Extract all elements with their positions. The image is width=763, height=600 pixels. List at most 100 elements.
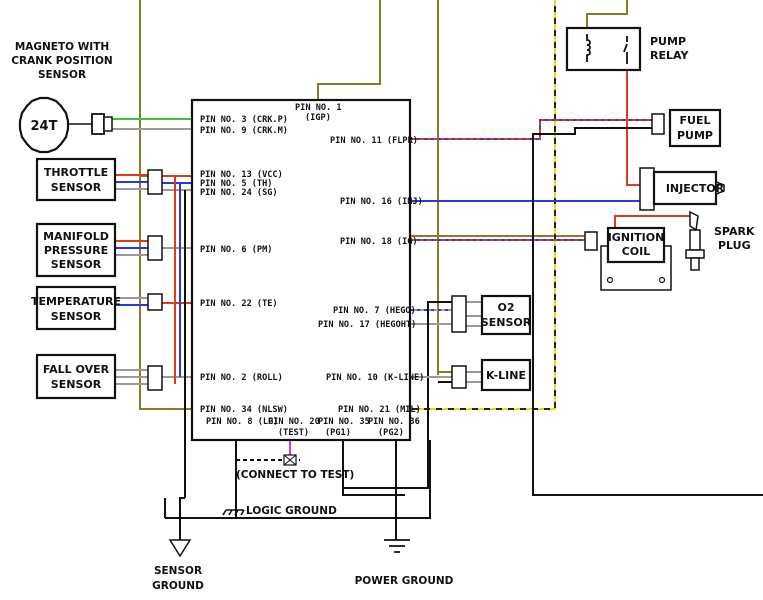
throttle-label-1: THROTTLE [44,166,108,179]
pump-relay-label-2: RELAY [650,49,689,62]
power-ground-label: POWER GROUND [355,575,454,587]
temp-label-2: SENSOR [51,310,102,323]
wire-olive-ign [317,0,381,100]
left-connectors [147,169,163,391]
throttle-sensor: THROTTLE SENSOR [35,157,117,202]
logic-ground-label: LOGIC GROUND [246,505,337,517]
magneto-title-3: SENSOR [38,69,86,81]
pin-8: PIN NO. 8 (LG) [206,417,278,427]
o2-label-2: SENSOR [481,316,532,329]
k-line: K-LINE [451,358,532,392]
pin-20: PIN NO. 20 [268,417,320,427]
pin-2: PIN NO. 2 (ROLL) [200,373,283,383]
pin-1-sub: (IGP) [305,113,331,123]
spark-body-icon [689,229,701,251]
o2-sensor: O2 SENSOR [451,294,532,336]
pin-1: PIN NO. 1 [295,103,342,113]
coil-label-1: IGNITION [608,231,665,244]
fallover-sensor: FALL OVER SENSOR [35,353,117,400]
wire-pg1 [342,440,405,496]
spark-cap-icon [689,210,699,232]
manifold-label-3: SENSOR [51,258,102,271]
kline-connector [451,365,467,389]
pin-3: PIN NO. 3 (CRK.P) [200,115,288,125]
wire-spark-red [614,215,690,230]
wire-yellow-mil-dash [410,0,556,410]
spark-label-1: SPARK [714,225,755,238]
pin-36: PIN NO. 36 [368,417,420,427]
wire-flpr-red [410,119,652,140]
wire-olive-relay [586,0,628,28]
pin-9: PIN NO. 9 (CRK.M) [200,126,288,136]
pin-35: PIN NO. 35 [318,417,370,427]
throttle-label-2: SENSOR [51,181,102,194]
pin-24: PIN NO. 24 (SG) [200,188,278,198]
connector-temp [147,293,163,311]
wire-olive-left-bus [139,0,192,410]
test-connector: (CONNECT TO TEST) [236,454,354,481]
pin-11: PIN NO. 11 (FLPR) [330,136,418,146]
ecu-pin-labels: PIN NO. 1 (IGP) PIN NO. 3 (CRK.P) PIN NO… [200,103,424,438]
fall-label-2: SENSOR [51,378,102,391]
manifold-sensor: MANIFOLD PRESSURE SENSOR [35,222,117,278]
pin-6: PIN NO. 6 (PM) [200,245,272,255]
pin-13: PIN NO. 13 (VCC) [200,170,283,180]
pin-10: PIN NO. 10 (K-LINE) [326,373,424,383]
ignition-coil: IGNITION COIL [584,226,672,291]
wire-sensor-ground [179,497,185,540]
o2-label-1: O2 [497,301,514,314]
pin-18: PIN NO. 18 (IG) [340,237,418,247]
injector-label: INJECTOR [666,182,725,195]
pin-16: PIN NO. 16 (INJ) [340,197,423,207]
injector: INJECTOR [639,167,725,211]
manifold-label-2: PRESSURE [44,244,108,257]
temp-label-1: TEMPERATURE [31,295,121,308]
magneto-pickup [91,113,105,135]
pin-20-sub: (TEST) [278,428,309,438]
sensor-ground: SENSOR GROUND [152,539,204,592]
pin-36-sub: (PG2) [378,428,404,438]
logic-ground: LOGIC GROUND [222,505,337,517]
wire-kline-out [466,371,482,383]
spark-hex-icon [685,249,705,259]
sensor-ground-label-2: GROUND [152,580,204,592]
magneto-title-2: CRANK POSITION [11,55,112,67]
spark-label-2: PLUG [718,239,751,252]
magneto-pickup-tip [103,116,113,132]
injector-nozzle-icon [715,180,725,196]
wire-flpr-dash [410,119,652,140]
fuel-pump-connector [651,113,665,135]
manifold-label-1: MANIFOLD [43,230,109,243]
connector-fall [147,365,163,391]
magneto-title-1: MAGNETO WITH [15,41,109,53]
pin-34: PIN NO. 34 (NLSW) [200,405,288,415]
pump-relay-label-1: PUMP [650,35,686,48]
pump-relay: PUMP RELAY [565,26,689,72]
wires [112,0,763,540]
magneto-gear-icon [18,96,70,154]
o2-connector [451,295,467,333]
pin-35-sub: (PG1) [325,428,351,438]
wire-lg [165,440,431,519]
coil-label-2: COIL [622,245,651,258]
spark-thread-icon [690,257,700,271]
injector-connector [639,167,655,211]
fuel-pump: FUEL PUMP [651,108,722,148]
sensor-ground-label-1: SENSOR [154,565,202,577]
fuel-pump-label-1: FUEL [680,114,711,127]
pin-17: PIN NO. 17 (HEGOHT) [318,320,416,330]
logic-ground-icon [222,509,245,516]
connector-throttle [147,169,163,195]
connector-manifold [147,235,163,261]
magneto-teeth: 24T [31,119,58,134]
kline-label: K-LINE [486,369,526,382]
fall-label-1: FALL OVER [43,363,110,376]
spark-plug: SPARK PLUG [685,210,755,271]
wire-relay-red [626,70,640,186]
pin-7: PIN NO. 7 (HEGO) [333,306,416,316]
ecu-box [190,98,412,442]
temperature-sensor: TEMPERATURE SENSOR [31,285,121,331]
sensor-ground-icon [168,539,192,558]
pin-22: PIN NO. 22 (TE) [200,299,278,309]
